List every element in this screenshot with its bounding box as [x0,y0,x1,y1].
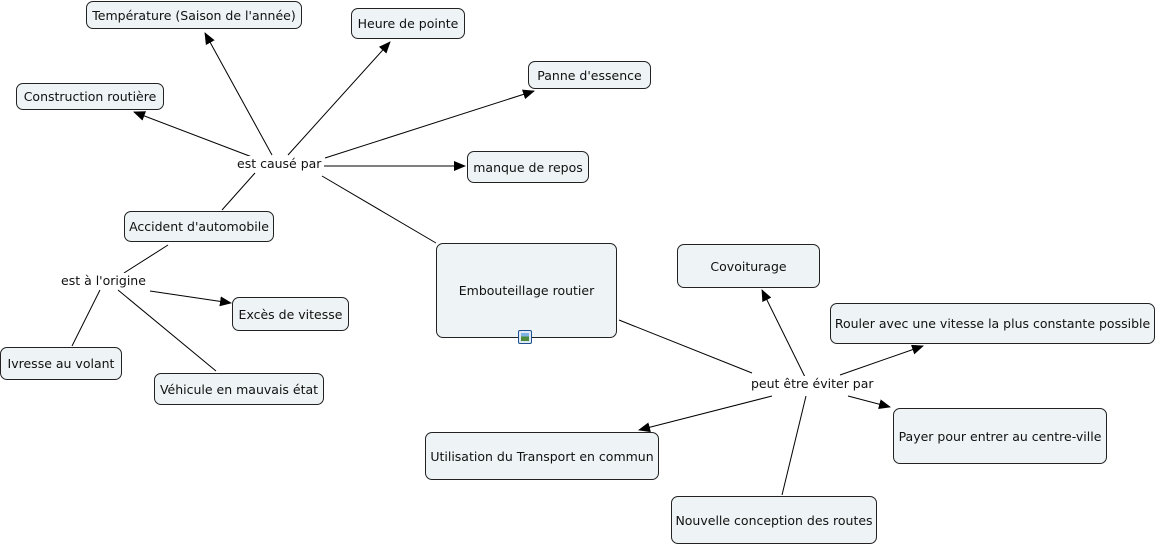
node-payer-centre-ville[interactable]: Payer pour entrer au centre-ville [893,408,1107,464]
node-nouvelle-conception[interactable]: Nouvelle conception des routes [671,496,877,544]
node-construction-routiere[interactable]: Construction routière [16,83,164,110]
edge-cause-accident [221,172,256,211]
edge-cause-heure-pointe [287,41,391,156]
link-est-a-origine[interactable]: est à l'origine [59,273,148,289]
edge-eviter-transport [638,395,773,433]
node-vehicule-mauvais-etat[interactable]: Véhicule en mauvais état [154,373,324,405]
edge-cause-panne [324,89,535,159]
node-manque-repos[interactable]: manque de repos [467,151,589,183]
node-ivresse-volant[interactable]: Ivresse au volant [0,347,122,380]
edge-eviter-payer [847,395,891,410]
edge-eviter-covoiturage [761,289,806,378]
edge-origine-exces [149,290,232,307]
edge-eviter-rouler [839,344,924,376]
node-heure-pointe[interactable]: Heure de pointe [351,8,465,39]
edge-origine-ivresse [71,289,101,347]
link-est-cause-par[interactable]: est causé par [235,156,324,172]
node-transport-en-commun[interactable]: Utilisation du Transport en commun [425,432,659,480]
edge-embouteillage-to-eviter [618,319,753,374]
edge-cause-construction [133,111,253,158]
node-covoiturage[interactable]: Covoiturage [677,244,820,288]
edge-eviter-nouvelle [781,395,807,496]
node-panne-essence[interactable]: Panne d'essence [528,61,651,89]
edge-embouteillage-to-cause [321,175,437,244]
edge-cause-temperature [204,32,273,156]
node-temperature[interactable]: Température (Saison de l'année) [86,1,302,29]
node-rouler-vitesse-constante[interactable]: Rouler avec une vitesse la plus constant… [830,303,1155,344]
link-peut-etre-eviter-par[interactable]: peut être éviter par [749,376,876,392]
node-exces-vitesse[interactable]: Excès de vitesse [232,297,349,331]
image-icon[interactable] [518,330,532,344]
node-accident-automobile[interactable]: Accident d'automobile [124,211,274,242]
edge-origine-vehicule [117,289,217,372]
edge-accident-origine [123,244,169,274]
node-embouteillage-routier[interactable]: Embouteillage routier [436,243,617,338]
